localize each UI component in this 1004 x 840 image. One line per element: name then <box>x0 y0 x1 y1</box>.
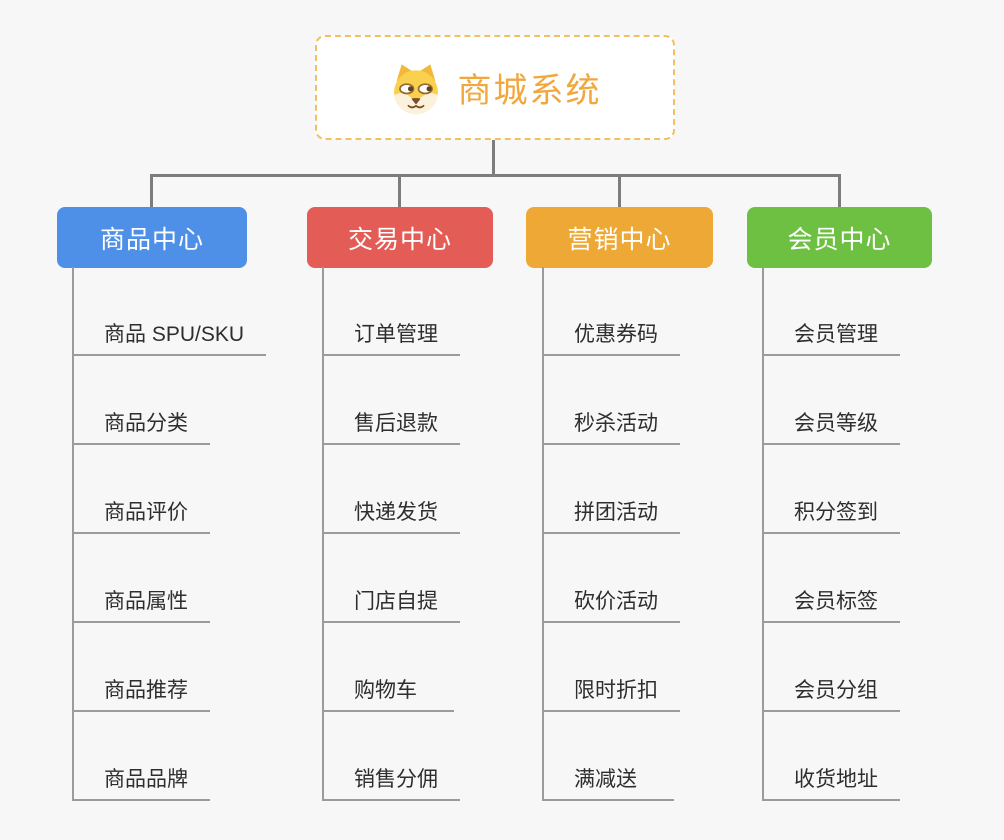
dog-face-icon <box>389 61 443 115</box>
leaf-node[interactable]: 优惠券码 <box>544 267 680 356</box>
branch-node-member-center[interactable]: 会员中心 <box>747 207 932 268</box>
leaf-node[interactable]: 快递发货 <box>324 445 460 534</box>
branch-node-trade-center[interactable]: 交易中心 <box>307 207 493 268</box>
branch-node-marketing-center[interactable]: 营销中心 <box>526 207 713 268</box>
branch-bus-line <box>150 174 841 177</box>
root-title: 商城系统 <box>457 72 602 110</box>
leaf-node[interactable]: 限时折扣 <box>544 623 680 712</box>
branch-drop-line <box>838 174 841 208</box>
branch-node-product-center[interactable]: 商品中心 <box>57 207 247 268</box>
leaf-node[interactable]: 商品推荐 <box>74 623 210 712</box>
item-column-member-center: 会员管理 会员等级 积分签到 会员标签 会员分组 收货地址 <box>762 267 900 801</box>
leaf-node[interactable]: 商品评价 <box>74 445 210 534</box>
leaf-node[interactable]: 门店自提 <box>324 534 460 623</box>
leaf-node[interactable]: 商品 SPU/SKU <box>74 267 267 356</box>
leaf-node[interactable]: 拼团活动 <box>544 445 680 534</box>
leaf-node[interactable]: 满减送 <box>544 712 674 801</box>
leaf-node[interactable]: 商品品牌 <box>74 712 210 801</box>
leaf-node[interactable]: 会员标签 <box>764 534 900 623</box>
leaf-node[interactable]: 购物车 <box>324 623 454 712</box>
leaf-node[interactable]: 会员管理 <box>764 267 900 356</box>
leaf-node[interactable]: 售后退款 <box>324 356 460 445</box>
leaf-node[interactable]: 销售分佣 <box>324 712 460 801</box>
leaf-node[interactable]: 砍价活动 <box>544 534 680 623</box>
leaf-node[interactable]: 收货地址 <box>764 712 900 801</box>
leaf-node[interactable]: 商品分类 <box>74 356 210 445</box>
root-connector-line <box>492 139 495 176</box>
root-node[interactable]: 商城系统 <box>315 35 675 140</box>
leaf-node[interactable]: 会员等级 <box>764 356 900 445</box>
item-column-marketing-center: 优惠券码 秒杀活动 拼团活动 砍价活动 限时折扣 满减送 <box>542 267 680 801</box>
leaf-node[interactable]: 积分签到 <box>764 445 900 534</box>
leaf-node[interactable]: 秒杀活动 <box>544 356 680 445</box>
leaf-node[interactable]: 商品属性 <box>74 534 210 623</box>
item-column-trade-center: 订单管理 售后退款 快递发货 门店自提 购物车 销售分佣 <box>322 267 460 801</box>
leaf-node[interactable]: 会员分组 <box>764 623 900 712</box>
branch-drop-line <box>618 174 621 208</box>
item-column-product-center: 商品 SPU/SKU 商品分类 商品评价 商品属性 商品推荐 商品品牌 <box>72 267 267 801</box>
branch-drop-line <box>150 174 153 208</box>
branch-drop-line <box>398 174 401 208</box>
leaf-node[interactable]: 订单管理 <box>324 267 460 356</box>
